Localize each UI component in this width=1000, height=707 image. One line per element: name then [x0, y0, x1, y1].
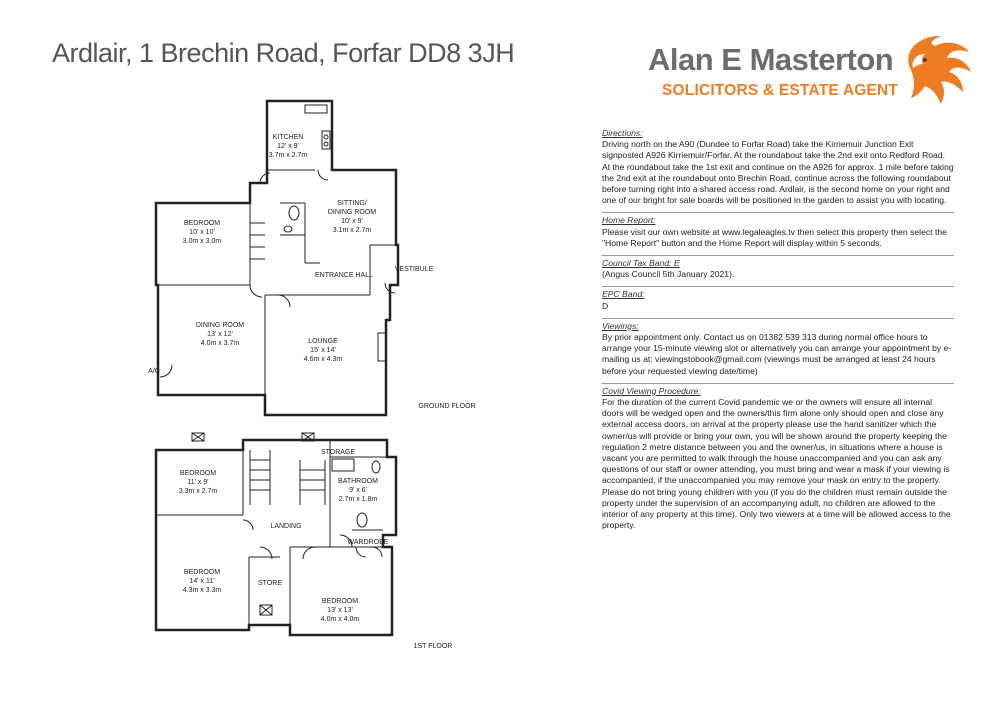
info-epc: EPC Band: D [602, 286, 954, 311]
room-kitchen-metric: 3.7m x 2.7m [269, 152, 308, 159]
info-home-report: Home Report: Please visit our own websit… [602, 212, 954, 249]
room-dining-metric: 4.0m x 3.7m [201, 340, 240, 347]
room-bedroom-3-metric: 4.0m x 4.0m [321, 616, 360, 623]
section-heading: Council Tax Band: E [602, 258, 680, 269]
room-vestibule-name: VESTIBULE [395, 266, 434, 273]
room-dining-imperial: 13' x 12' [207, 331, 233, 338]
room-bedroom-1-metric: 3.3m x 2.7m [179, 488, 218, 495]
room-bathroom-imperial: 9' x 6' [349, 487, 367, 494]
floor-plan: KITCHEN 12' x 9' 3.7m x 2.7m SITTING/ DI… [140, 95, 490, 665]
room-kitchen-name: KITCHEN [273, 134, 304, 141]
floor-plan-drawing: KITCHEN 12' x 9' 3.7m x 2.7m SITTING/ DI… [148, 99, 476, 650]
section-body: For the duration of the current Covid pa… [602, 397, 951, 531]
room-bedroom-g-metric: 3.0m x 3.0m [183, 238, 222, 245]
info-council-tax: Council Tax Band: E (Angus Council 5th J… [602, 255, 954, 280]
room-bedroom-3-name: BEDROOM [322, 598, 358, 605]
info-viewings: Viewings: By prior appointment only. Con… [602, 317, 954, 377]
room-bedroom-1-imperial: 11' x 9' [187, 479, 208, 486]
room-sitting-metric: 3.1m x 2.7m [333, 227, 372, 234]
info-directions: Directions: Driving north on the A90 (Du… [602, 128, 954, 206]
room-sitting-name2: DINING ROOM [328, 209, 376, 216]
section-body: D [602, 300, 609, 311]
room-bedroom-3-imperial: 13' x 13' [327, 607, 353, 614]
section-heading: Home Report: [602, 215, 656, 226]
room-bedroom-1-name: BEDROOM [180, 470, 216, 477]
room-bedroom-2-metric: 4.3m x 3.3m [183, 587, 222, 594]
room-bedroom-g-name: BEDROOM [184, 220, 220, 227]
room-landing-name: LANDING [270, 523, 301, 530]
room-ac-name: A/C [148, 368, 160, 375]
room-store-name: STORE [258, 580, 282, 587]
info-covid: Covid Viewing Procedure: For the duratio… [602, 382, 954, 532]
room-lounge-imperial: 15' x 14' [310, 347, 336, 354]
section-body: Driving north on the A90 (Dundee to Forf… [602, 139, 954, 206]
property-info: Directions: Driving north on the A90 (Du… [602, 128, 954, 538]
room-bedroom-2-imperial: 14' x 11' [189, 578, 214, 585]
room-kitchen-imperial: 12' x 9' [277, 143, 299, 150]
first-floor-label: 1ST FLOOR [414, 643, 453, 650]
ground-floor-label: GROUND FLOOR [418, 403, 475, 410]
room-sitting-name: SITTING/ [337, 200, 367, 207]
room-lounge-metric: 4.6m x 4.3m [304, 356, 343, 363]
company-subtitle: SOLICITORS & ESTATE AGENT [662, 82, 899, 99]
eagle-logo-icon [908, 35, 971, 104]
company-logo: Alan E Masterton SOLICITORS & ESTATE AGE… [648, 30, 978, 110]
room-dining-name: DINING ROOM [196, 322, 244, 329]
room-sitting-imperial: 10' x 9' [341, 218, 363, 225]
room-bedroom-g-imperial: 10' x 10' [189, 229, 215, 236]
section-body: By prior appointment only. Contact us on… [602, 332, 952, 376]
section-heading: EPC Band: [602, 289, 645, 300]
room-wardrobe-name: WARDROBE [348, 539, 389, 546]
room-bedroom-2-name: BEDROOM [184, 569, 220, 576]
page-title: Ardlair, 1 Brechin Road, Forfar DD8 3JH [52, 38, 515, 68]
section-heading: Covid Viewing Procedure: [602, 385, 701, 396]
room-entrance-name: ENTRANCE HALL [315, 272, 373, 279]
company-name: Alan E Masterton [648, 42, 894, 77]
room-storage-name: STORAGE [321, 449, 355, 456]
section-body: Please visit our own website at www.lega… [602, 226, 947, 248]
room-lounge-name: LOUNGE [308, 338, 338, 345]
section-heading: Directions: [602, 128, 643, 138]
section-heading: Viewings: [602, 320, 639, 331]
room-bathroom-metric: 2.7m x 1.8m [339, 496, 378, 503]
room-bathroom-name: BATHROOM [338, 478, 378, 485]
section-body: (Angus Council 5th January 2021). [602, 269, 735, 280]
